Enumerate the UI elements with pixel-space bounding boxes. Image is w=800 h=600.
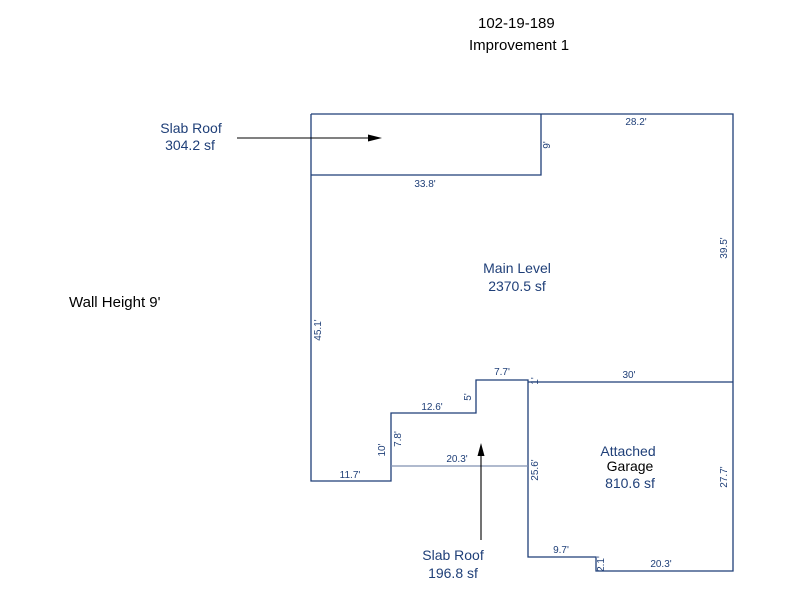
parcel-id: 102-19-189 [478, 15, 555, 32]
dim-left-wall: 45.1' [313, 319, 324, 340]
dim-slab-width: 33.8' [414, 179, 435, 190]
dim-garage-top: 30' [622, 370, 635, 381]
garage-name-line1: Attached [600, 443, 655, 459]
slab-roof-top-name: Slab Roof [160, 120, 222, 136]
dim-step-mid: 12.6' [421, 402, 442, 413]
slab-roof-top-area: 304.2 sf [165, 137, 215, 153]
dim-garage-right: 27.7' [719, 466, 730, 487]
dim-notch-78: 7.8' [393, 431, 404, 447]
slab-roof-bottom-name: Slab Roof [422, 547, 484, 563]
dim-slab-depth: 9' [542, 141, 553, 149]
garage-name-line2: Garage [607, 458, 654, 474]
wall-height-label: Wall Height 9' [69, 294, 161, 311]
dim-garage-left: 25.6' [530, 459, 541, 480]
dim-garage-bottom: 20.3' [650, 559, 671, 570]
garage-area: 810.6 sf [605, 475, 655, 491]
dim-right-upper: 39.5' [719, 237, 730, 258]
dim-step-vert: 5' [463, 393, 474, 401]
dim-step-top: 7.7' [494, 367, 510, 378]
dim-top-right: 28.2' [625, 117, 646, 128]
main-outline [310, 113, 734, 572]
arrowhead-right-icon [368, 134, 382, 142]
slab-roof-bottom-area: 196.8 sf [428, 565, 478, 581]
dim-garage-step: 9.7' [553, 545, 569, 556]
dim-notch-10: 10' [377, 443, 388, 456]
dim-garage-small: 2.1' [596, 556, 607, 572]
dim-step-small: 1' [530, 377, 541, 385]
dim-bottom-left: 11.7' [340, 470, 361, 481]
arrowhead-up-icon [477, 443, 485, 456]
dim-porch-width: 20.3' [446, 454, 467, 465]
main-level-name: Main Level [483, 260, 551, 276]
improvement-label: Improvement 1 [469, 37, 569, 54]
slab-roof-outline [311, 114, 542, 176]
main-level-area: 2370.5 sf [488, 278, 546, 294]
